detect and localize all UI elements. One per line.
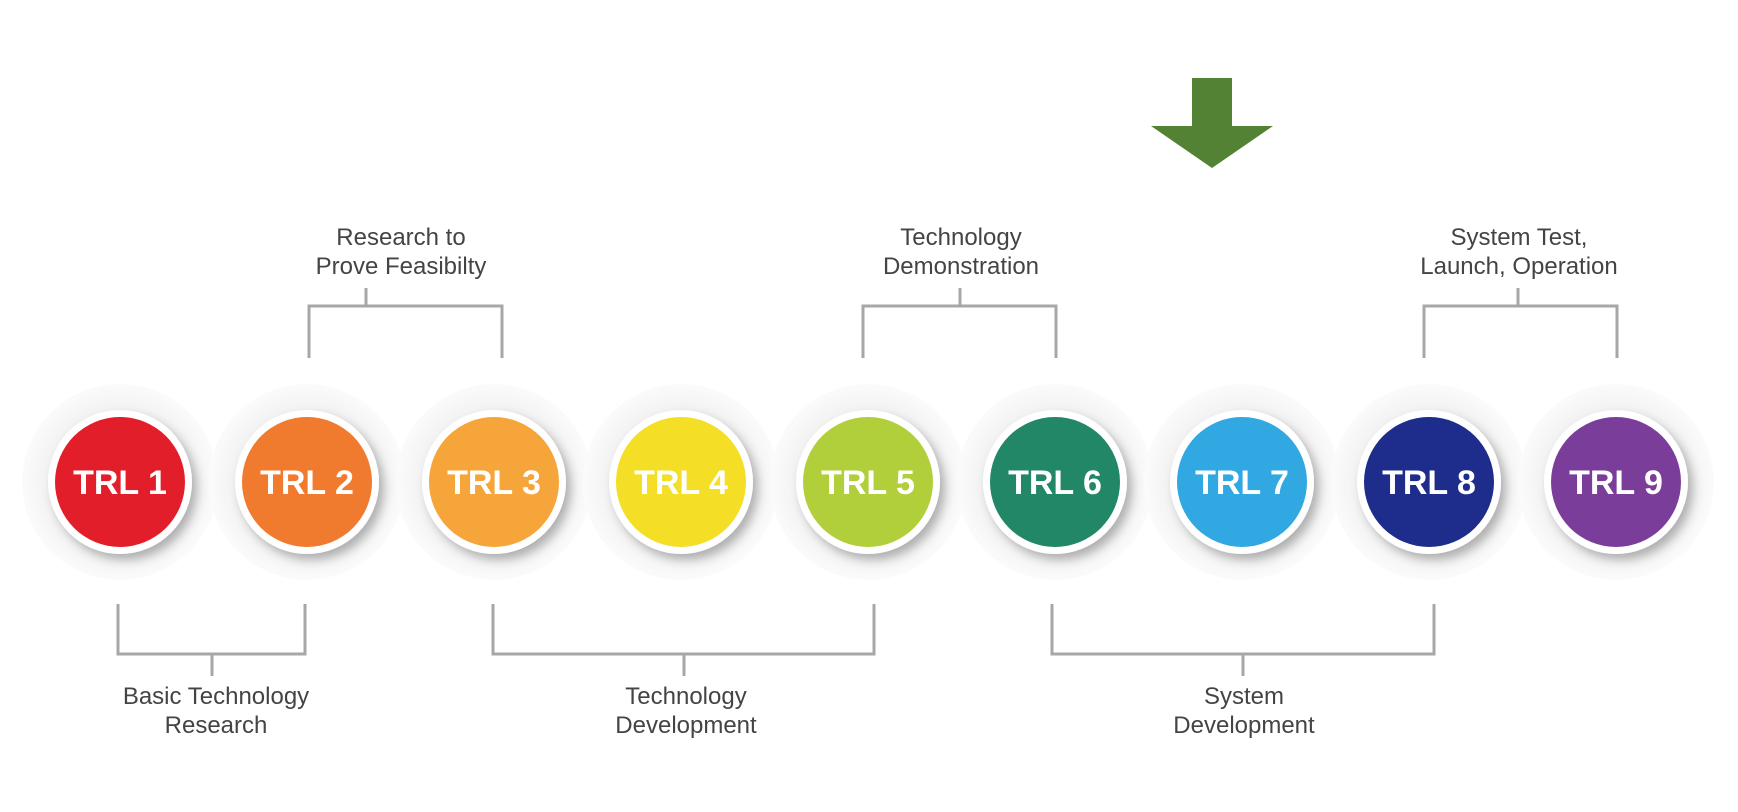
trl-circle-7: TRL 7 bbox=[1144, 384, 1340, 580]
trl-label: TRL 8 bbox=[1382, 464, 1476, 502]
bracket-technology-development bbox=[491, 604, 876, 676]
trl-disc bbox=[990, 417, 1120, 547]
trl-circle-3: TRL 3 bbox=[396, 384, 592, 580]
bottom-brackets bbox=[116, 604, 1436, 676]
trl-circle-2: TRL 2 bbox=[209, 384, 405, 580]
trl-disc bbox=[1551, 417, 1681, 547]
top-brackets bbox=[307, 288, 1619, 358]
trl-label: TRL 1 bbox=[73, 464, 167, 502]
trl-label: TRL 3 bbox=[447, 464, 541, 502]
trl-disc bbox=[1364, 417, 1494, 547]
trl-label: TRL 9 bbox=[1569, 464, 1663, 502]
trl-disc bbox=[429, 417, 559, 547]
trl-circle-5: TRL 5 bbox=[770, 384, 966, 580]
bracket-system-development bbox=[1050, 604, 1436, 676]
trl-circle-9: TRL 9 bbox=[1518, 384, 1714, 580]
trl-disc bbox=[242, 417, 372, 547]
bracket-research-to-prove bbox=[307, 288, 504, 358]
trl-disc bbox=[616, 417, 746, 547]
trl-disc bbox=[803, 417, 933, 547]
trl-disc bbox=[55, 417, 185, 547]
trl-circle-6: TRL 6 bbox=[957, 384, 1153, 580]
bracket-system-test bbox=[1422, 288, 1619, 358]
trl-circle-4: TRL 4 bbox=[583, 384, 779, 580]
trl-label: TRL 7 bbox=[1195, 464, 1289, 502]
trl-circle-8: TRL 8 bbox=[1331, 384, 1527, 580]
down-arrow-icon bbox=[1151, 78, 1273, 168]
trl-label: TRL 2 bbox=[260, 464, 354, 502]
trl-circles: TRL 1 TRL 2 TRL 3 TRL 4 TRL 5 TRL 6 TRL 7 TRL 8… bbox=[22, 384, 1714, 580]
bracket-technology-demonstration bbox=[861, 288, 1058, 358]
label-system-test: System Test,Launch, Operation bbox=[1420, 224, 1618, 280]
trl-disc bbox=[1177, 417, 1307, 547]
trl-label: TRL 4 bbox=[634, 464, 728, 502]
bracket-basic-research bbox=[116, 604, 307, 676]
trl-label: TRL 5 bbox=[821, 464, 915, 502]
trl-circle-1: TRL 1 bbox=[22, 384, 218, 580]
trl-label: TRL 6 bbox=[1008, 464, 1102, 502]
